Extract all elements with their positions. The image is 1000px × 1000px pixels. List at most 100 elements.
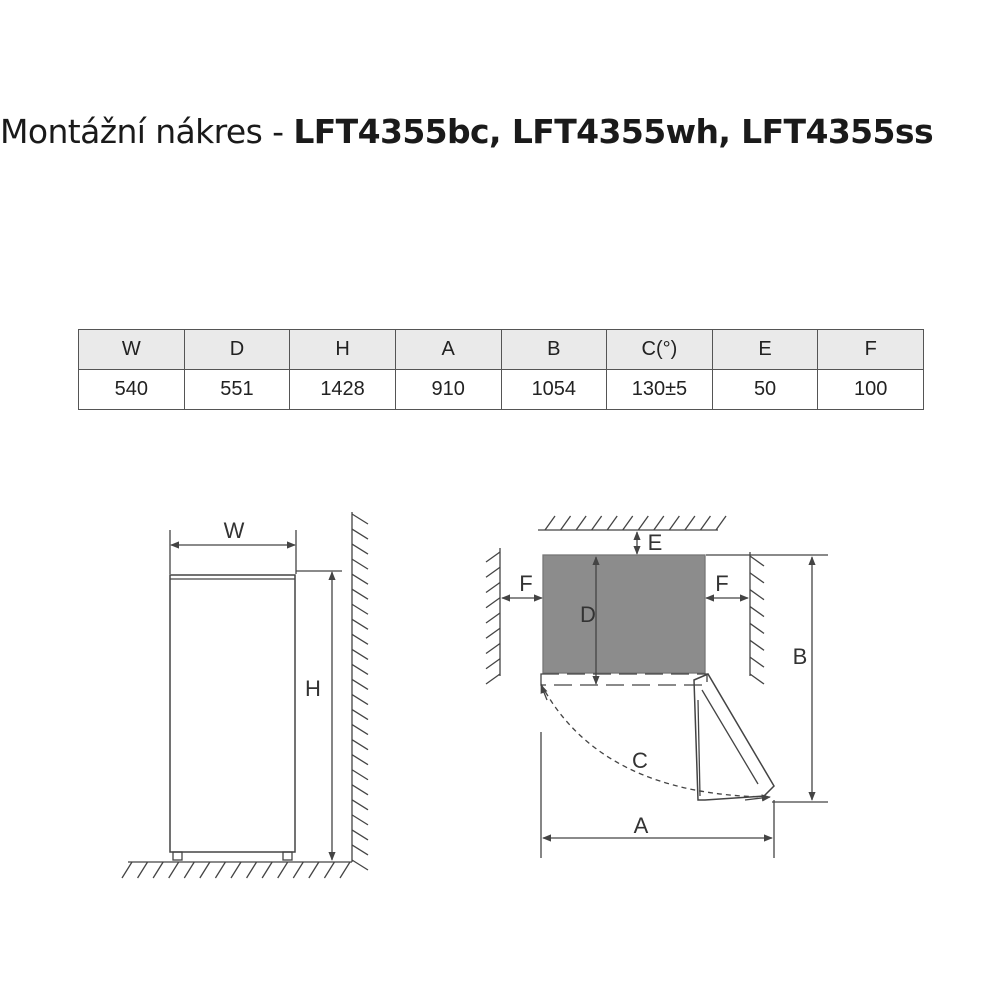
w-label: W: [224, 518, 245, 543]
hatch-mark: [684, 515, 696, 531]
hatch-mark: [121, 861, 133, 879]
hatch-mark: [485, 612, 501, 624]
hatch-mark: [261, 861, 273, 879]
hatch-mark: [622, 515, 634, 531]
header-d: D: [183, 329, 291, 370]
hatch-mark: [351, 829, 369, 841]
hatch-mark: [351, 618, 369, 630]
hatch-mark: [749, 589, 765, 601]
hatch-mark: [292, 861, 304, 879]
hatch-mark: [351, 784, 369, 796]
hatch-mark: [699, 515, 711, 531]
c-label: C: [632, 748, 648, 773]
open-door-inner-edge: [701, 689, 759, 785]
hatch-mark: [199, 861, 211, 879]
header-c: C(°): [606, 329, 713, 370]
value-c: 130±5: [606, 369, 713, 410]
c-arrow-start: [540, 684, 548, 701]
hatch-mark: [339, 861, 351, 879]
a-label: A: [634, 813, 649, 838]
hatch-mark: [560, 515, 572, 531]
fridge-side-body: [169, 574, 296, 853]
hatch-mark: [351, 709, 369, 721]
hatch-mark: [246, 861, 258, 879]
hatch-mark: [351, 513, 369, 525]
hatch-mark: [137, 861, 149, 879]
d-label: D: [580, 602, 596, 627]
hatch-mark: [749, 555, 765, 567]
hatch-mark: [230, 861, 242, 879]
hatch-mark: [351, 739, 369, 751]
f-right-label: F: [715, 571, 728, 596]
hatch-mark: [351, 799, 369, 811]
side-wall-hatch: [351, 513, 369, 871]
hatch-mark: [351, 573, 369, 585]
hatch-mark: [351, 603, 369, 615]
hatch-mark: [351, 693, 369, 706]
open-door-inner-edge-2: [697, 699, 701, 797]
hatch-mark: [152, 861, 164, 879]
value-d: 551: [183, 369, 291, 410]
hatch-mark: [749, 673, 765, 685]
dimensions-value-row: 540 551 1428 910 1054 130±5 50 100: [78, 369, 924, 410]
hatch-mark: [323, 861, 335, 879]
header-h: H: [289, 329, 396, 370]
hatch-mark: [485, 566, 501, 578]
side-view: [121, 512, 369, 879]
open-door: [693, 673, 775, 801]
title-models: LFT4355bc, LFT4355wh, LFT4355ss: [293, 112, 933, 151]
hatch-mark: [183, 861, 195, 879]
value-b: 1054: [500, 369, 608, 410]
hatch-mark: [749, 572, 765, 584]
hatch-mark: [485, 658, 501, 670]
value-e: 50: [711, 369, 819, 410]
hatch-mark: [653, 515, 665, 531]
hatch-mark: [351, 663, 369, 675]
dimensions-header-row: W D H A B C(°) E F: [78, 329, 924, 370]
page-title: Montážní nákres - LFT4355bc, LFT4355wh, …: [0, 112, 1000, 152]
hatch-mark: [214, 861, 226, 879]
fridge-foot-right: [282, 851, 293, 861]
hatch-mark: [749, 606, 765, 618]
header-a: A: [394, 329, 502, 370]
header-f: F: [817, 329, 924, 370]
hatch-mark: [485, 673, 501, 685]
hatch-mark: [351, 528, 369, 540]
hatch-mark: [308, 861, 320, 879]
hatch-mark: [485, 627, 501, 639]
hatch-mark: [591, 515, 603, 531]
hatch-mark: [351, 724, 369, 736]
hatch-mark: [637, 515, 649, 531]
h-label: H: [305, 676, 321, 701]
door-swing-arc: [540, 683, 769, 798]
hatch-mark: [351, 588, 369, 600]
hatch-mark: [749, 622, 765, 634]
dimensions-table: W D H A B C(°) E F 540 551 1428 910 1054…: [78, 329, 924, 410]
f-left-label: F: [519, 571, 532, 596]
hatch-mark: [485, 551, 501, 563]
header-e: E: [711, 329, 819, 370]
hatch-mark: [749, 639, 765, 651]
c-arrow-end: [744, 794, 771, 802]
value-a: 910: [394, 369, 502, 410]
left-wall-hatch: [485, 551, 501, 685]
top-view: [485, 515, 828, 858]
side-floor-hatch: [121, 861, 351, 879]
rear-wall-hatch: [544, 515, 727, 531]
hatch-mark: [351, 814, 369, 826]
header-w: W: [78, 329, 185, 370]
hatch-mark: [351, 543, 369, 555]
value-f: 100: [817, 369, 924, 410]
fridge-top-body: [542, 554, 706, 674]
hatch-mark: [168, 861, 180, 879]
hatch-mark: [351, 633, 369, 645]
hatch-mark: [351, 859, 369, 871]
hatch-mark: [606, 515, 618, 531]
hatch-mark: [715, 515, 727, 531]
hatch-mark: [485, 581, 501, 594]
hatch-mark: [351, 844, 369, 856]
b-label: B: [793, 644, 808, 669]
hatch-mark: [351, 558, 369, 570]
right-wall-hatch: [749, 555, 765, 685]
hatch-mark: [485, 597, 501, 609]
